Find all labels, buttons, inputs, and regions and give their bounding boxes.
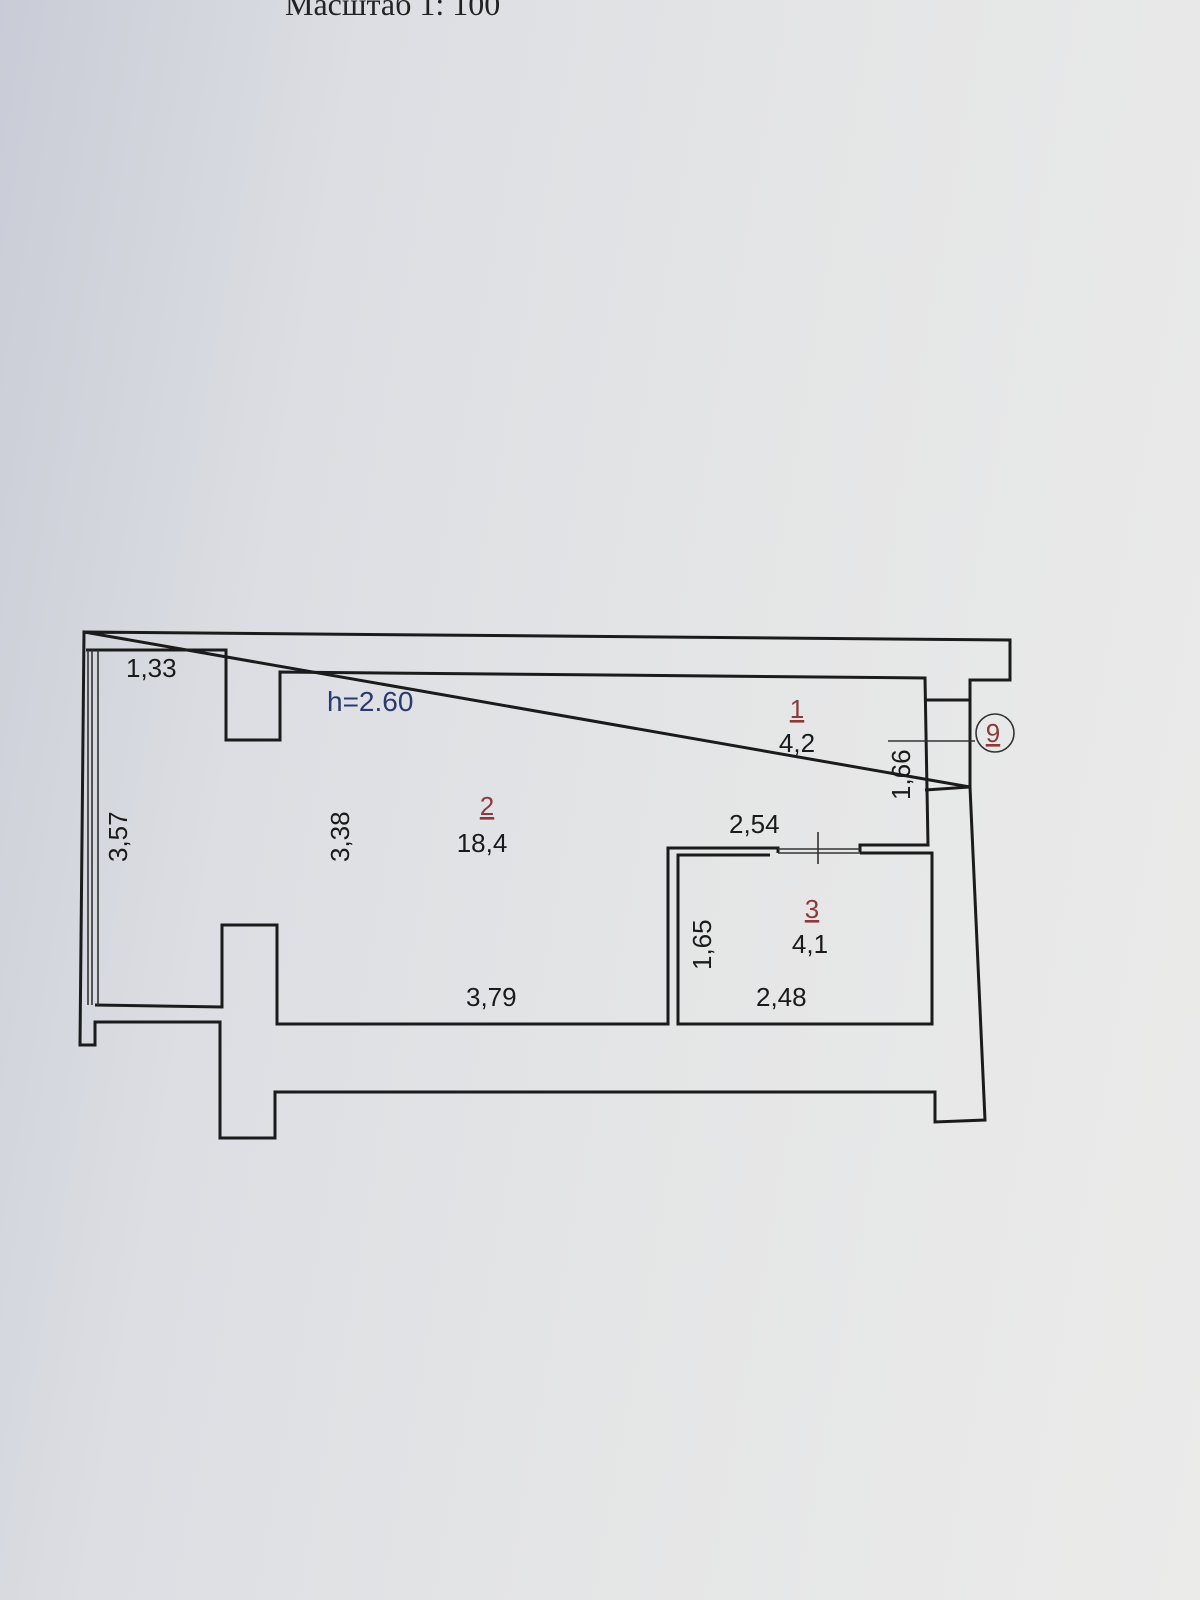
top-inner-wall	[86, 648, 930, 852]
right-door-frame	[924, 698, 972, 792]
dim-room2-depth: 3,38	[325, 811, 355, 862]
outer-wall	[78, 630, 1012, 1140]
room-2-number: 2	[480, 791, 494, 821]
entrance-marker: 9	[986, 718, 1000, 748]
dim-balcony-width: 1,33	[126, 653, 177, 683]
dim-room3-depth: 1,65	[687, 919, 717, 970]
dim-balcony-length: 3,57	[103, 811, 133, 862]
room-2-area: 18,4	[457, 828, 508, 858]
dim-room3-width: 2,48	[756, 982, 807, 1012]
room-1-number: 1	[790, 694, 804, 724]
room-1-area: 4,2	[779, 728, 815, 758]
scale-label: Масштаб 1: 100	[285, 0, 501, 22]
ceiling-height: h=2.60	[327, 686, 413, 717]
room-3-area: 4,1	[792, 929, 828, 959]
window-left	[87, 650, 99, 1005]
door-room3	[778, 832, 860, 864]
dim-room1-length: 2,54	[729, 809, 780, 839]
column-left	[94, 846, 780, 1026]
walls	[78, 630, 1015, 1140]
room3-walls	[676, 851, 934, 1026]
entrance-marker-circle	[975, 713, 1015, 753]
dim-room1-width: 1,66	[886, 749, 916, 800]
room-3-number: 3	[805, 894, 819, 924]
dim-room2-width: 3,79	[466, 982, 517, 1012]
